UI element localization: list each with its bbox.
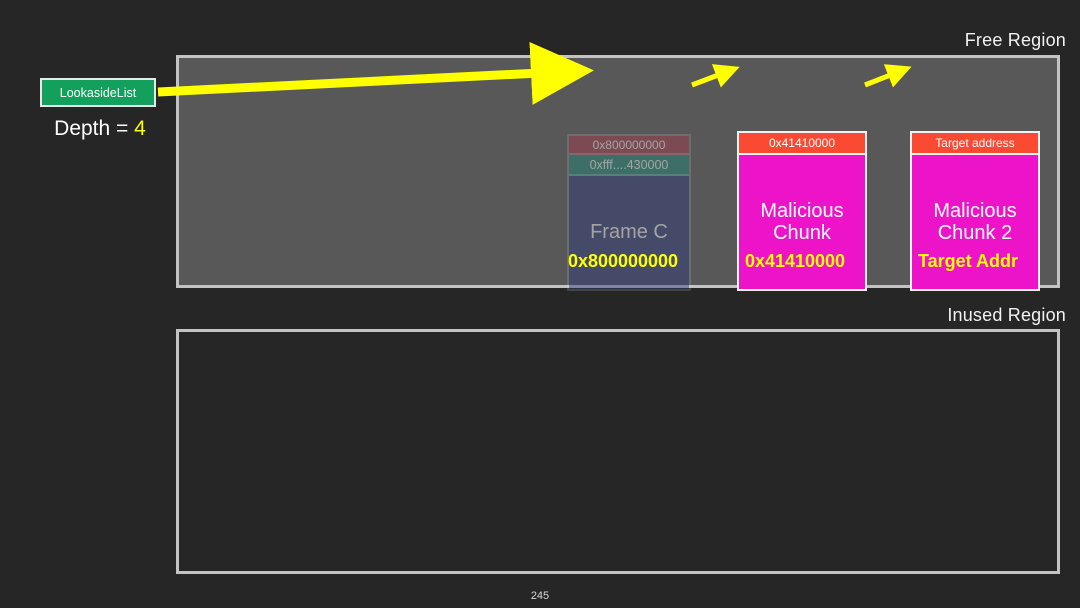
malicious-chunk-1-block: 0x41410000 Malicious Chunk: [737, 131, 867, 291]
free-region-label: Free Region: [964, 30, 1066, 50]
malicious-chunk-1-body-line2: Chunk: [773, 222, 831, 244]
caption-malicious-chunk-1: 0x800000000: [567, 251, 679, 271]
malicious-chunk-2-body-line1: Malicious: [933, 199, 1017, 222]
frame-c-pointer-band: 0xfff....430000: [569, 155, 689, 176]
free-region-box: 0x800000000 0xfff....430000 Frame C 0x41…: [176, 55, 1060, 291]
inused-region-box: 8 0xfff....440000 Frame D: [176, 329, 1060, 574]
lookaside-list-box: LookasideList: [40, 78, 156, 107]
caption-malicious-chunk-2: 0x41410000: [744, 251, 846, 271]
frame-c-block: 0x800000000 0xfff....430000 Frame C: [567, 134, 691, 291]
malicious-chunk-2-body: Malicious Chunk 2: [912, 155, 1038, 289]
malicious-chunk-1-body: Malicious Chunk: [739, 155, 865, 289]
depth-value: 4: [134, 117, 146, 140]
malicious-chunk-1-header: 0x41410000: [739, 133, 865, 155]
malicious-chunk-2-block: Target address Malicious Chunk 2: [910, 131, 1040, 291]
malicious-chunk-2-header: Target address: [912, 133, 1038, 155]
caption-target-chunk: Target Addr: [917, 251, 1018, 271]
depth-readout: Depth = 4: [40, 117, 160, 141]
inused-region-label: Inused Region: [947, 305, 1066, 325]
page-number: 245: [530, 590, 550, 602]
malicious-chunk-1-body-line1: Malicious: [760, 199, 844, 222]
depth-label: Depth =: [54, 117, 135, 140]
frame-c-address-band: 0x800000000: [569, 136, 689, 155]
malicious-chunk-2-body-line2: Chunk 2: [937, 222, 1013, 244]
frame-c-body-label: Frame C: [569, 176, 689, 289]
